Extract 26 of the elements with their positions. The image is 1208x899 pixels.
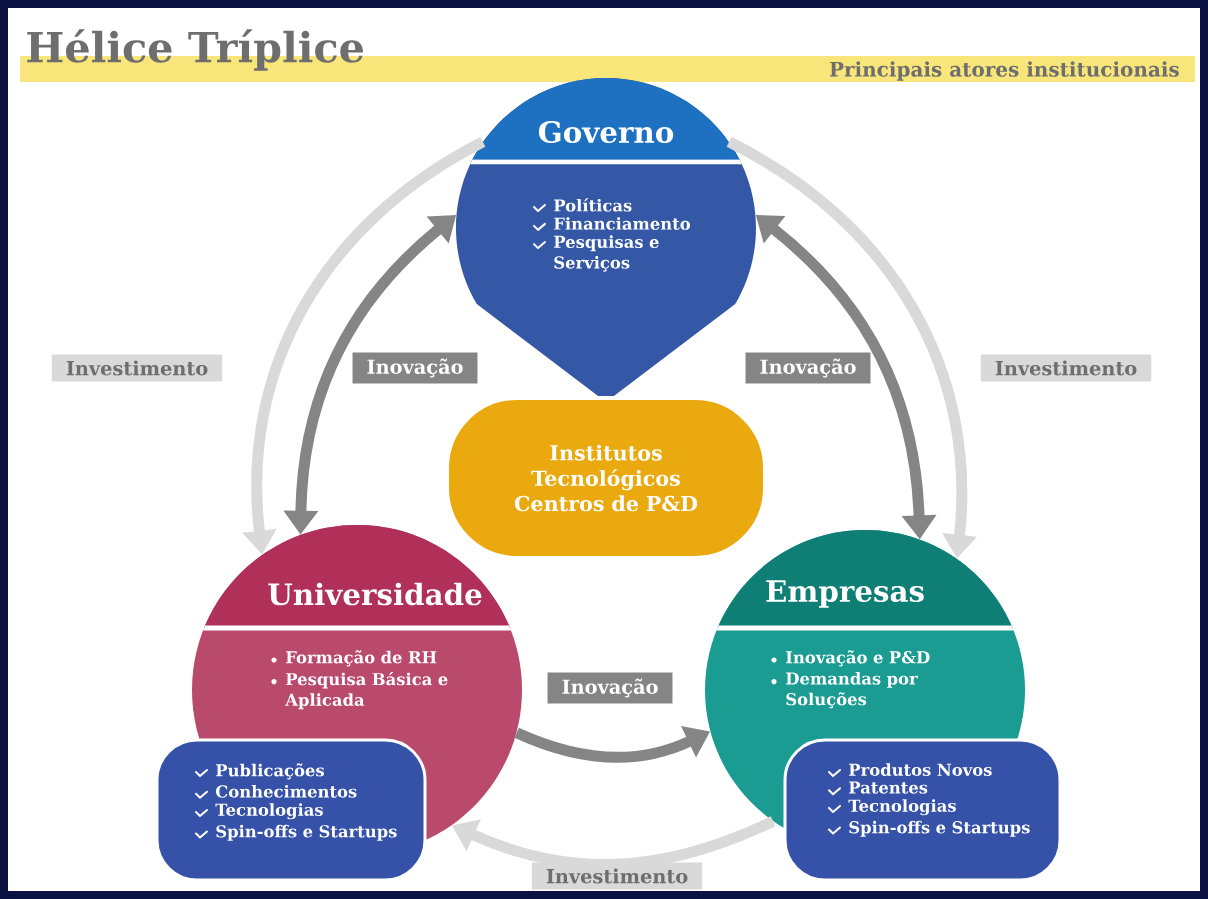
list-item: Publicações xyxy=(216,763,324,780)
list-item: Pesquisa Básica e Aplicada xyxy=(285,672,448,710)
list-item: Produtos Novos xyxy=(849,763,992,776)
list-item: Tecnologias xyxy=(215,803,323,820)
heading: Universidade xyxy=(268,582,482,606)
edge-label: Inovação xyxy=(547,672,673,704)
edge-label: Inovação xyxy=(745,352,871,384)
edge-label: Inovação xyxy=(352,352,478,384)
rounded-box: Institutos Tecnológicos Centros de P&D xyxy=(445,396,767,560)
list-item: Tecnologias xyxy=(848,799,956,816)
edge-label: Investimento xyxy=(531,862,703,890)
list-item: Spin-offs e Startups xyxy=(849,820,1030,837)
list-item: Financiamento xyxy=(554,217,691,230)
edge-label: Investimento xyxy=(51,354,223,382)
heading: Governo xyxy=(538,120,674,144)
list-item: Formação de RH xyxy=(286,650,437,667)
edge-label: Investimento xyxy=(980,354,1152,382)
list-item: Conhecimentos xyxy=(215,785,357,798)
list-item: Patentes xyxy=(849,781,928,794)
list-item: Demandas por Soluções xyxy=(786,672,918,709)
list-item: Inovação e P&D xyxy=(786,650,930,667)
heading: Empresas xyxy=(766,580,924,608)
list-item: Spin-offs e Startups xyxy=(216,824,397,841)
subtitle: Principais atores institucionais xyxy=(829,61,1179,81)
list-item: Políticas xyxy=(554,198,632,212)
list-item: Pesquisas e Serviços xyxy=(554,235,659,272)
